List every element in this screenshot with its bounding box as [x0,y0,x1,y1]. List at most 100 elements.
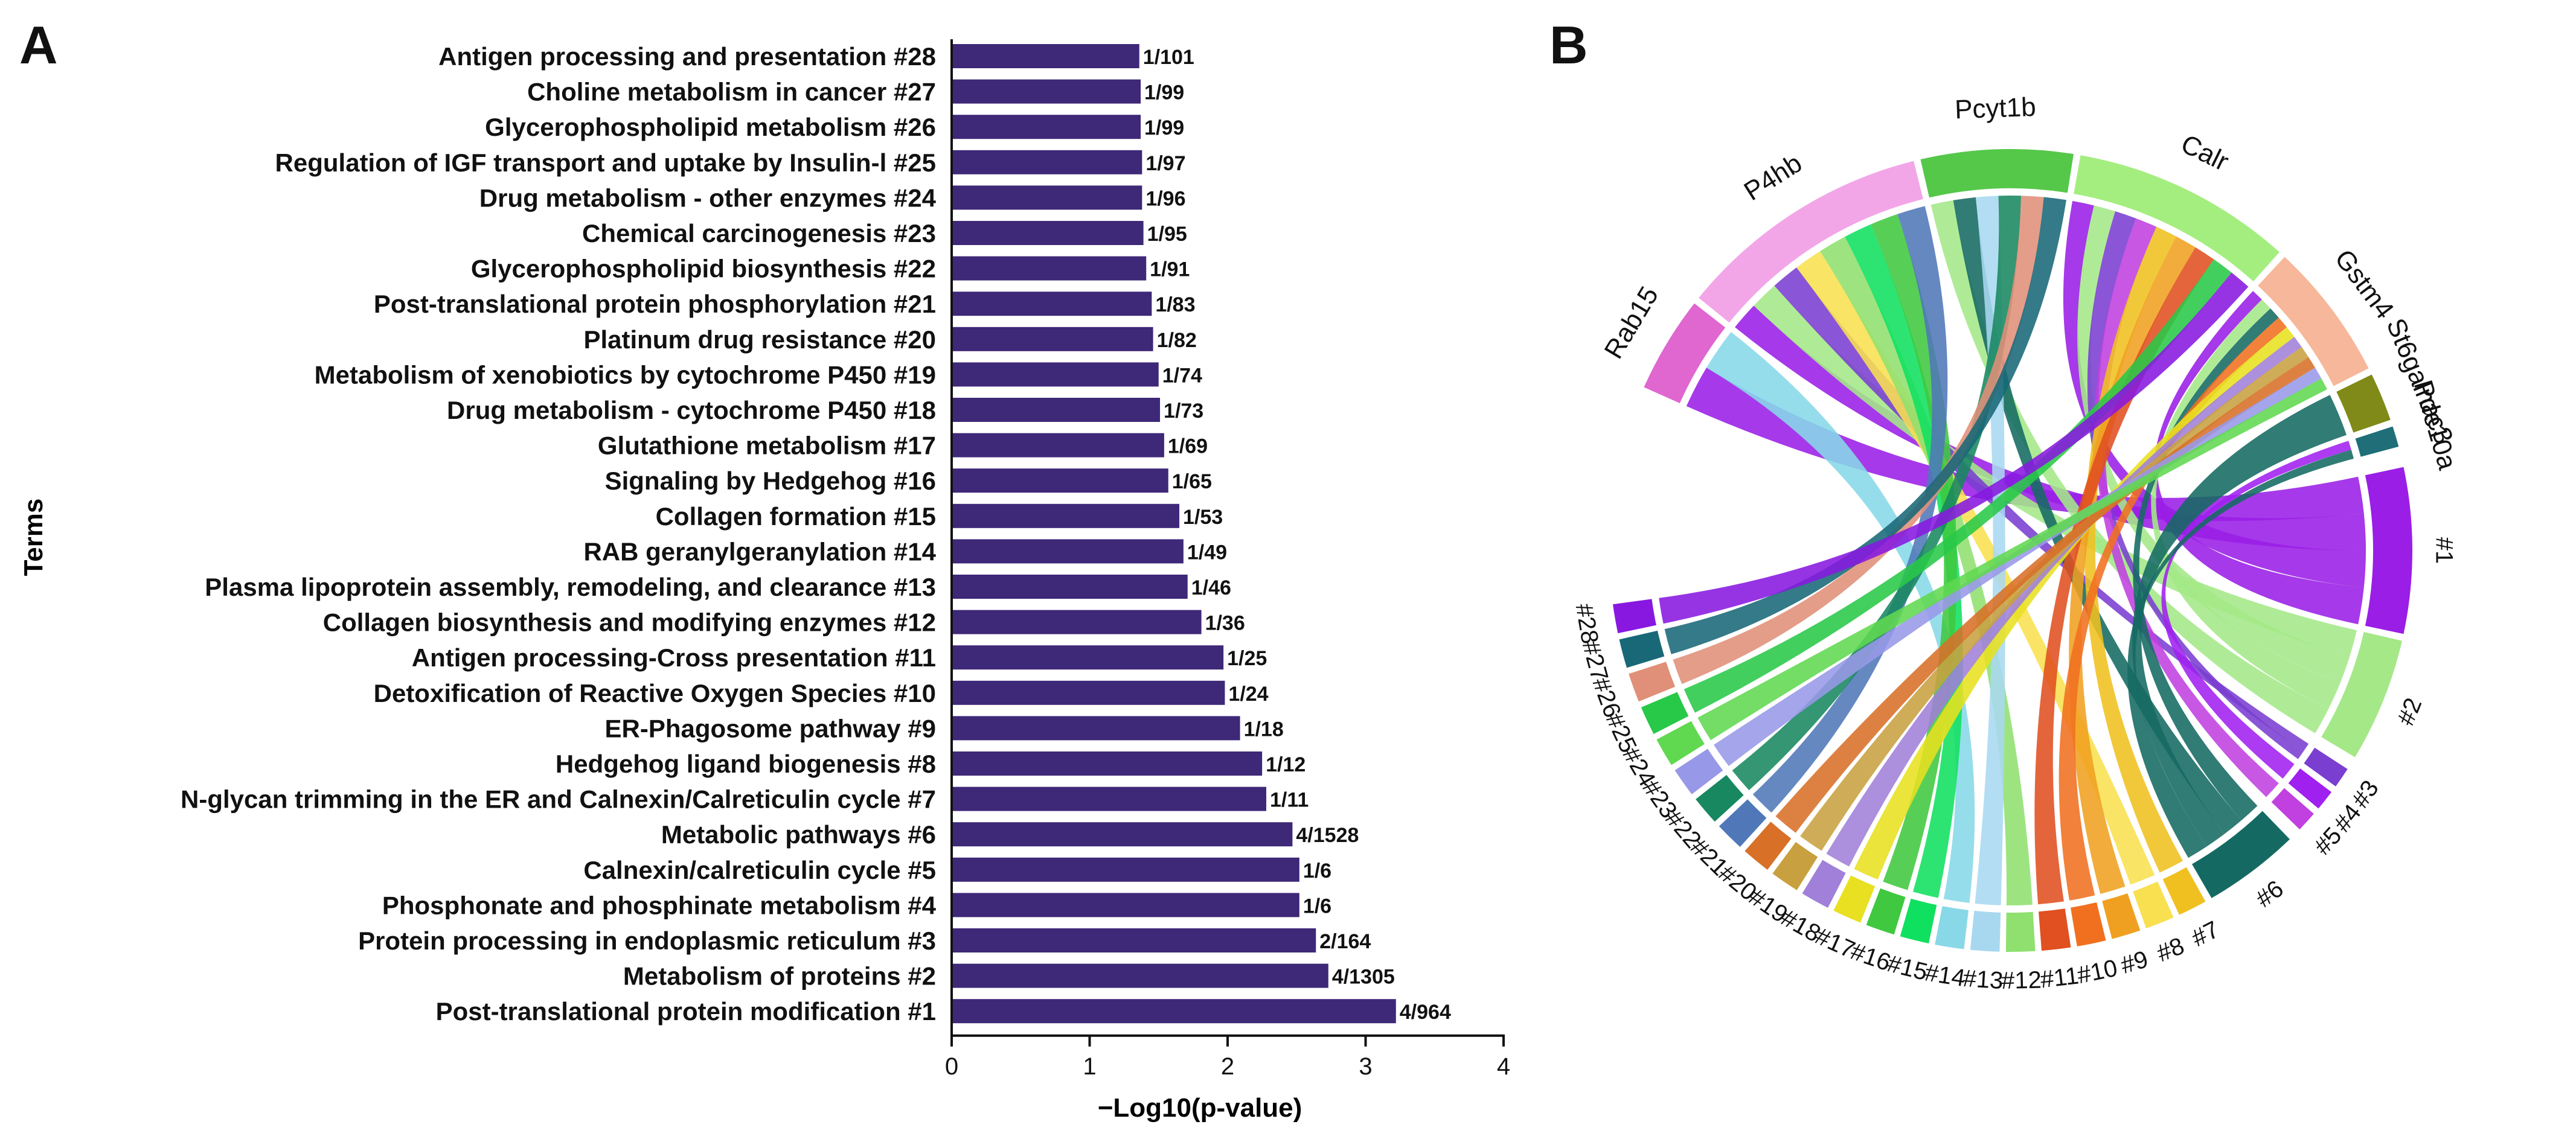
bar [952,645,1224,670]
category-label: Collagen biosynthesis and modifying enzy… [323,608,936,637]
arc-Calr [2074,155,2280,282]
data-label: 1/24 [1228,683,1268,706]
bar [952,893,1299,917]
arc-term-6 [2192,811,2290,898]
arc-label: #8 [2153,933,2188,967]
arc-term-8 [2133,881,2174,929]
bar [952,822,1293,847]
chord-links [1659,196,2366,905]
bar [952,292,1152,316]
category-label: Glycerophospholipid metabolism #26 [485,113,936,141]
chord-ribbon [1800,346,2309,851]
x-tick-label: 2 [1221,1053,1234,1080]
arc-term-15 [1900,898,1937,943]
category-label: ER-Phagosome pathway #9 [605,714,936,742]
data-label: 1/36 [1205,612,1245,635]
category-label: Drug metabolism - other enzymes #24 [479,183,937,212]
y-axis-label: Terms [19,499,48,576]
bar [952,999,1396,1024]
arc-term-26 [1629,662,1676,702]
chord-ribbon [1845,224,1963,898]
bar [952,610,1202,634]
chord-arcs [1612,149,2412,952]
chord-ribbon [1820,237,2033,905]
chord-ribbon [1735,305,2366,550]
bar [952,327,1153,351]
arc-term-13 [1970,910,2001,952]
data-label: 4/1528 [1296,824,1359,847]
data-label: 1/11 [1270,789,1309,812]
arc-label: P4hb [1739,148,1807,207]
data-label: 1/73 [1164,400,1203,423]
category-label: Post-translational protein phosphorylati… [374,290,936,318]
arc-term-25 [1641,692,1689,734]
chord-ribbon [1697,378,2327,741]
bar [952,433,1164,458]
category-label: Collagen formation #15 [656,502,936,531]
chord-ribbon [1826,337,2302,867]
arc-P4hb [1699,161,1923,323]
arc-label: Rab15 [1598,281,1664,363]
arc-term-19 [1772,841,1818,890]
bar [952,185,1142,210]
data-label: 1/69 [1168,435,1208,458]
category-label: RAB geranylgeranylation #14 [583,537,936,566]
category-label: Detoxification of Reactive Oxygen Specie… [374,679,936,707]
arc-term-17 [1833,875,1876,923]
arc-term-27 [1619,630,1665,668]
arc-label: #2 [2392,694,2427,729]
category-label: Regulation of IGF transport and uptake b… [275,148,936,177]
bars-group: Antigen processing and presentation #28 1… [181,42,1451,1026]
bar [952,256,1147,281]
bar [952,539,1184,564]
category-label: Glycerophospholipid biosynthesis #22 [471,255,936,283]
chord-ribbon [2153,290,2364,625]
category-label: Phosphonate and phosphinate metabolism #… [382,891,937,919]
arc-label: #7 [2188,916,2224,952]
arc-term-20 [1745,822,1792,870]
category-label: Metabolic pathways #6 [661,820,936,849]
data-label: 1/97 [1145,152,1185,175]
arc-term-16 [1866,888,1906,935]
category-label: Antigen processing and presentation #28 [438,42,936,71]
category-label: Signaling by Hedgehog #16 [605,467,936,495]
arc-St6galnac3 [2336,374,2391,433]
bar [952,44,1139,68]
bar [952,468,1168,493]
data-label: 1/99 [1144,81,1184,104]
category-label: Protein processing in endoplasmic reticu… [358,927,936,955]
category-label: Antigen processing-Cross presentation #1… [412,643,936,672]
arc-term-11 [2039,908,2071,951]
data-label: 1/74 [1162,364,1202,387]
chord-ribbon [1752,206,1948,813]
arc-label: Calr [2176,129,2233,177]
arc-term-12 [2005,911,2036,952]
data-label: 2/164 [1319,930,1371,953]
category-label: Metabolism of xenobiotics by cytochrome … [315,360,936,389]
arc-label: #9 [2118,946,2151,979]
data-label: 1/18 [1244,718,1284,741]
data-label: 1/25 [1227,647,1267,670]
arc-term-24 [1656,721,1705,765]
x-tick-label: 0 [945,1053,958,1080]
data-label: 1/101 [1143,46,1194,69]
bar [952,786,1266,811]
arc-label: Gstm4 [2329,244,2400,324]
chord-ribbon [2161,441,2351,779]
category-label: Post-translational protein modification … [436,997,936,1026]
category-label: Metabolism of proteins #2 [623,962,936,991]
arc-label: Pcyt1b [1954,92,2036,125]
category-label: N-glycan trimming in the ER and Calnexin… [181,785,936,814]
arc-term-9 [2102,893,2141,939]
arc-label: #13 [1962,965,2004,994]
chord-ribbon [1706,331,1975,903]
category-label: Chemical carcinogenesis #23 [582,219,936,247]
data-label: 1/96 [1145,187,1185,210]
bar [952,963,1328,988]
data-label: 4/1305 [1332,966,1395,989]
arc-label: #14 [1923,959,1967,992]
bar [952,680,1225,705]
arc-term-23 [1674,748,1723,794]
chord-ribbon [1754,286,2357,657]
data-label: 1/49 [1187,541,1227,564]
